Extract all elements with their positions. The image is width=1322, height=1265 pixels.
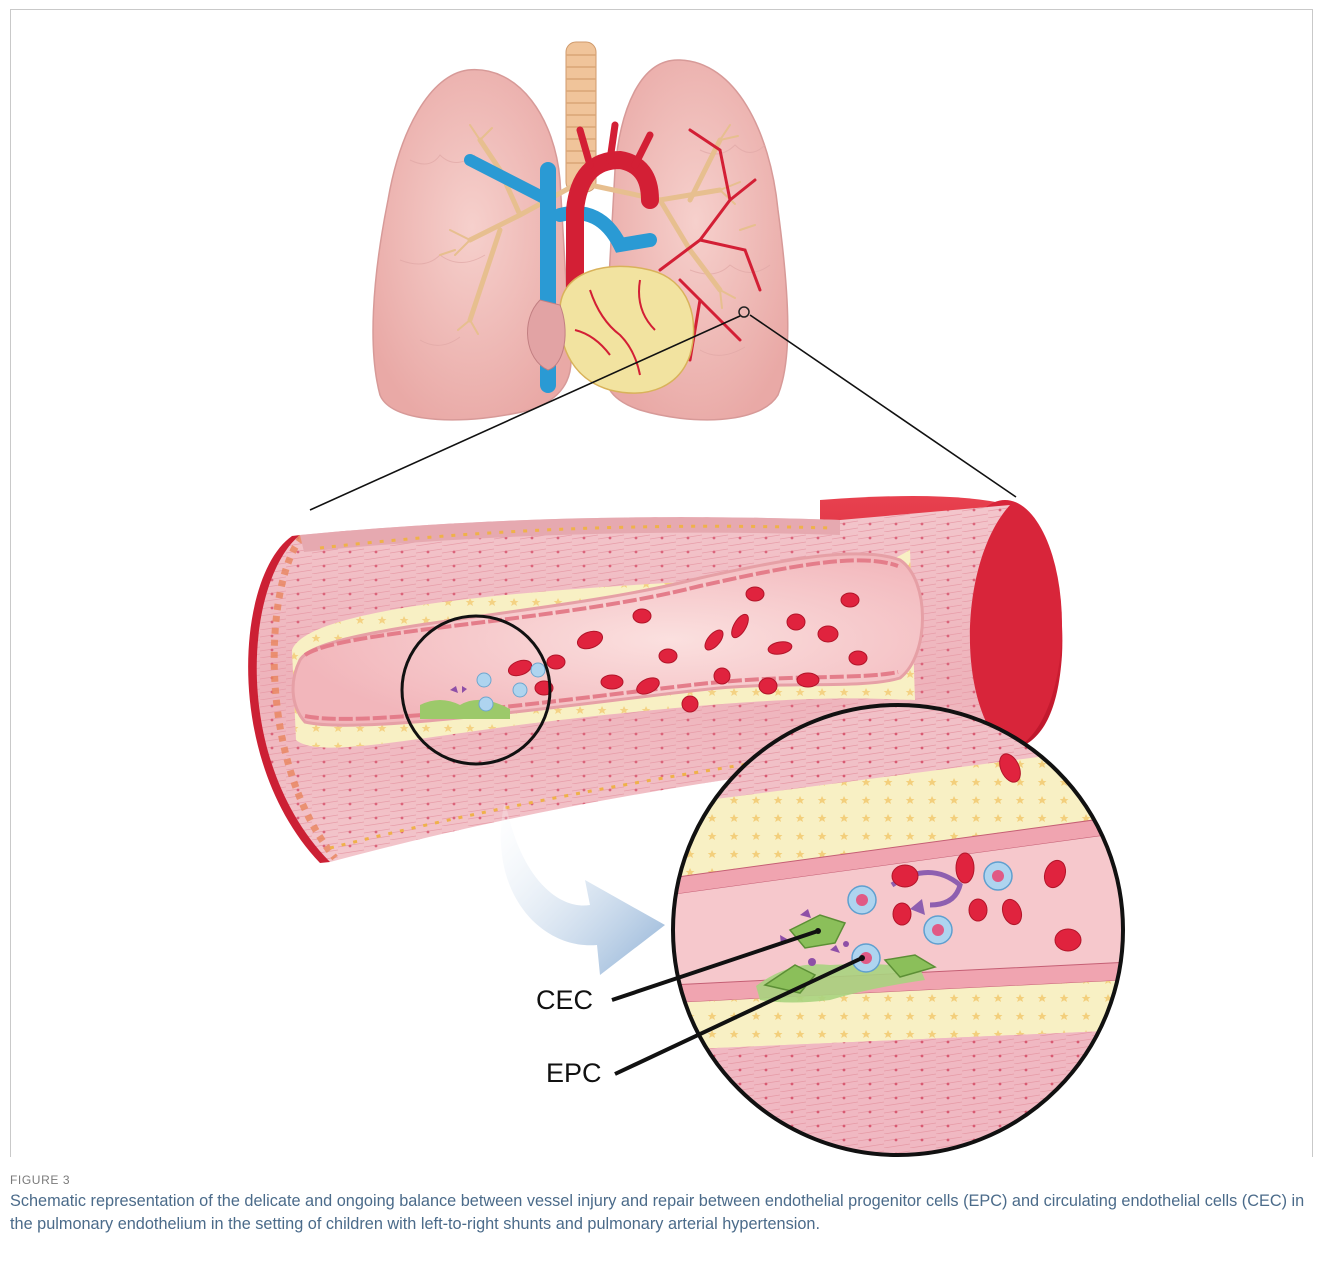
zoom-arrow [501, 800, 665, 975]
zoom-line-right [750, 315, 1016, 497]
cec-label: CEC [536, 985, 593, 1016]
epc-label: EPC [546, 1058, 602, 1089]
zoomed-detail-circle [670, 700, 1130, 1160]
lungs-heart-illustration [373, 42, 788, 420]
figure-label: FIGURE 3 [10, 1173, 70, 1187]
figure-illustration [0, 0, 1322, 1160]
figure-caption: Schematic representation of the delicate… [10, 1190, 1315, 1236]
